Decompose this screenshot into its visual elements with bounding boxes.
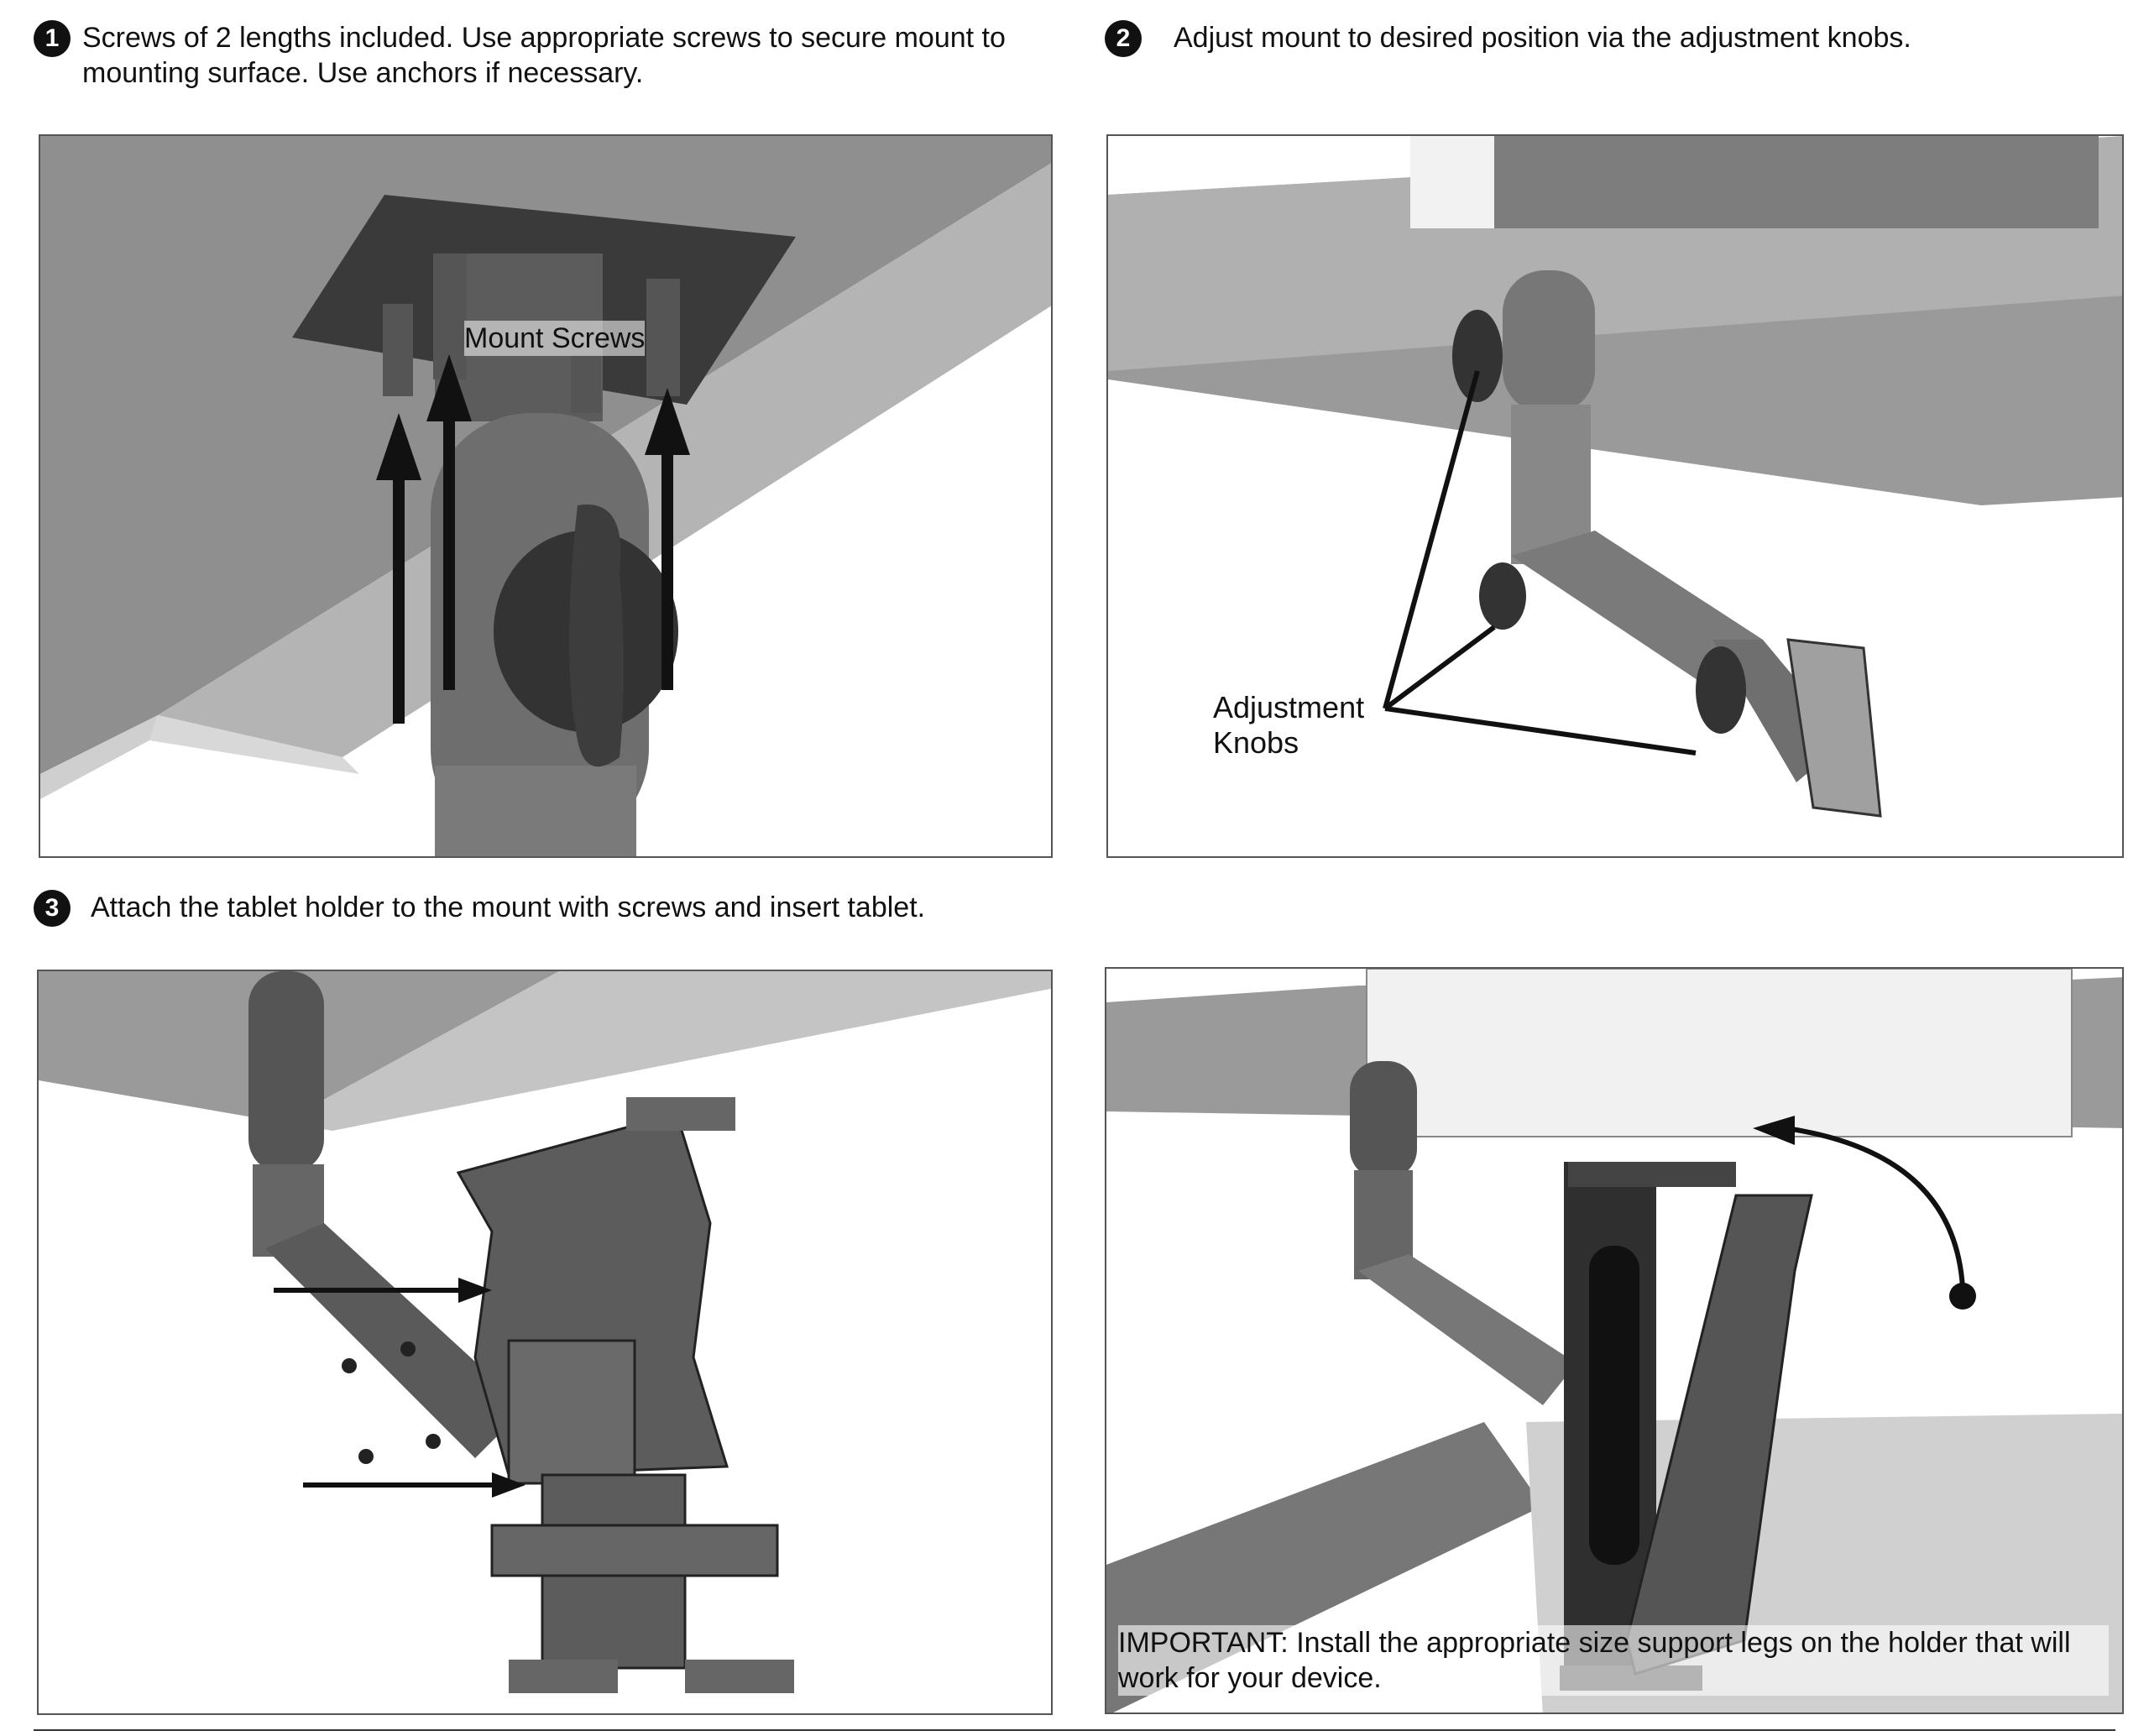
step-3-badge: 3: [34, 890, 71, 927]
bottom-rule: [34, 1729, 2115, 1731]
step-3-instruction: 3 Attach the tablet holder to the mount …: [34, 890, 1041, 927]
step-2-instruction: 2 Adjust mount to desired position via t…: [1105, 20, 2129, 57]
panel-attach-holder: [37, 970, 1053, 1715]
adjustment-knobs-line-1: Adjustment: [1213, 690, 1364, 725]
panel-adjustment-knobs: Adjustment Knobs: [1106, 134, 2124, 858]
mount-screws-callout: Mount Screws: [464, 321, 645, 356]
step-1-badge: 1: [34, 20, 71, 57]
adjustment-knobs-callout: Adjustment Knobs: [1213, 690, 1364, 761]
adjustment-knobs-line-2: Knobs: [1213, 725, 1364, 761]
step-1-text: Screws of 2 lengths included. Use approp…: [82, 20, 1041, 91]
panel-mount-screws: Mount Screws: [39, 134, 1053, 858]
important-note: IMPORTANT: Install the appropriate size …: [1118, 1625, 2109, 1696]
step-1-instruction: 1 Screws of 2 lengths included. Use appr…: [34, 20, 1041, 91]
step-2-badge: 2: [1105, 20, 1142, 57]
step-2-text: Adjust mount to desired position via the…: [1174, 20, 1911, 55]
panel-4-illustration: [1106, 969, 2124, 1714]
panel-insert-tablet: IMPORTANT: Install the appropriate size …: [1105, 967, 2124, 1714]
panel-3-illustration: [39, 971, 1053, 1715]
panel-1-illustration: [40, 136, 1053, 858]
step-3-text: Attach the tablet holder to the mount wi…: [91, 890, 925, 925]
